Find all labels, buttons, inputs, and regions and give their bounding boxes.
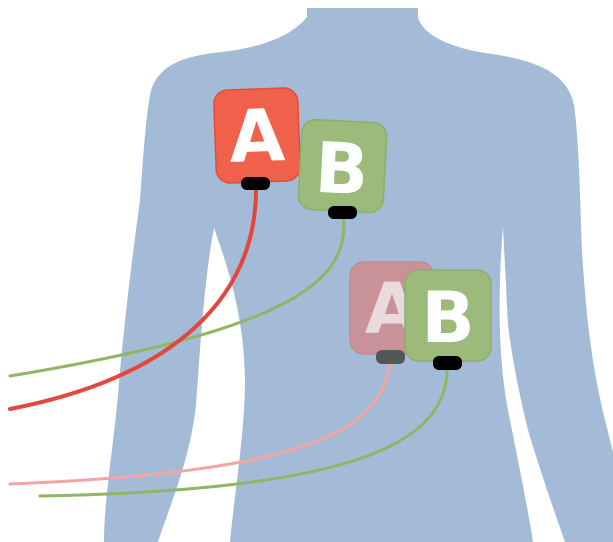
pad-upper-a-label: A xyxy=(228,93,287,179)
pad-upper-b-label: B xyxy=(313,127,371,212)
pad-upper-b-connector xyxy=(328,206,357,219)
pad-lower-b-label: B xyxy=(421,277,474,359)
pad-lower-a-connector xyxy=(376,350,405,364)
pad-upper-a: A xyxy=(213,88,300,190)
pad-upper-a-connector xyxy=(241,177,270,190)
pad-lower-b: B xyxy=(405,270,491,370)
pad-upper-b: B xyxy=(298,119,388,219)
pad-lower-b-connector xyxy=(433,356,462,370)
